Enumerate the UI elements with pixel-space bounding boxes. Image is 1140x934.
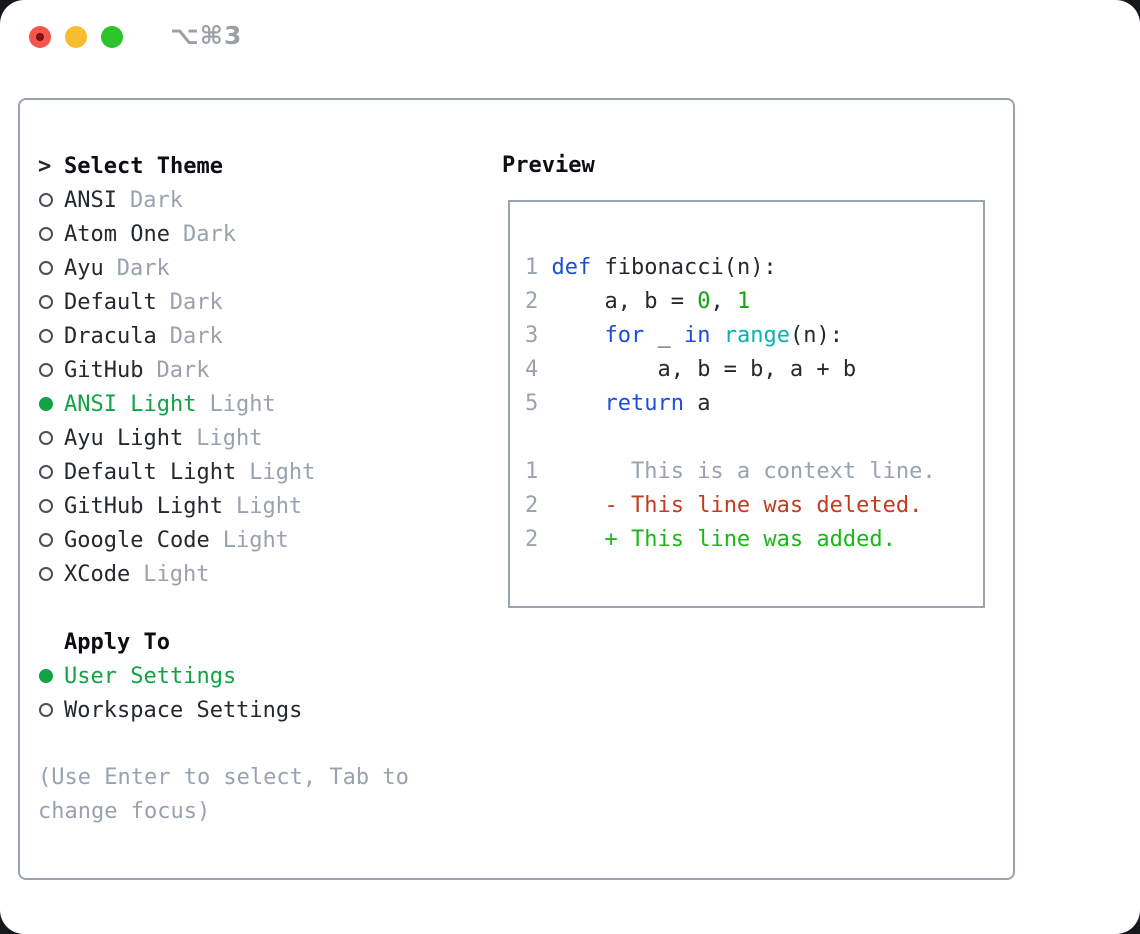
preview-line: 2 + This line was added. bbox=[525, 527, 896, 552]
theme-option-google-code[interactable]: Google Code Light bbox=[38, 523, 458, 557]
option-label: GitHub bbox=[64, 357, 144, 383]
option-label: ANSI bbox=[64, 187, 117, 213]
theme-option-default[interactable]: Default Dark bbox=[38, 285, 458, 319]
select-theme-title: Select Theme bbox=[64, 153, 223, 179]
theme-variant-label: Dark bbox=[169, 289, 223, 315]
option-label: Default Light bbox=[64, 459, 237, 485]
theme-option-dracula[interactable]: Dracula Dark bbox=[38, 319, 458, 353]
radio-icon bbox=[39, 465, 53, 479]
option-label: XCode bbox=[64, 561, 131, 587]
theme-variant-label: Dark bbox=[169, 323, 223, 349]
preview-line: 3 for _ in range(n): bbox=[525, 323, 843, 348]
theme-option-ayu-light[interactable]: Ayu Light Light bbox=[38, 421, 458, 455]
radio-icon bbox=[39, 431, 53, 445]
theme-variant-label: Light bbox=[249, 459, 316, 485]
option-label: User Settings bbox=[64, 663, 237, 689]
theme-variant-label: Dark bbox=[156, 357, 210, 383]
theme-variant-label: Light bbox=[222, 527, 289, 553]
theme-variant-label: Light bbox=[235, 493, 303, 519]
keyboard-hint: (Use Enter to select, Tab to change focu… bbox=[38, 765, 409, 824]
zoom-button[interactable] bbox=[101, 26, 123, 48]
option-label: Workspace Settings bbox=[64, 697, 303, 723]
radio-icon bbox=[39, 533, 53, 547]
preview-line: 1 This is a context line. bbox=[525, 459, 936, 484]
theme-option-github-light[interactable]: GitHub Light Light bbox=[38, 489, 458, 523]
radio-icon bbox=[39, 261, 53, 275]
preview-line: 4 a, b = b, a + b bbox=[525, 357, 857, 382]
apply-to-title: Apply To bbox=[64, 629, 170, 655]
theme-variant-label: Dark bbox=[182, 221, 236, 247]
radio-selected-icon bbox=[39, 669, 53, 683]
preview-title: Preview bbox=[502, 153, 595, 178]
theme-option-xcode[interactable]: XCode Light bbox=[38, 557, 458, 591]
radio-icon bbox=[39, 499, 53, 513]
theme-variant-label: Dark bbox=[129, 187, 183, 213]
theme-option-ayu[interactable]: Ayu Dark bbox=[38, 251, 458, 285]
option-label: GitHub Light bbox=[64, 493, 223, 519]
close-button[interactable] bbox=[29, 26, 51, 48]
preview-line bbox=[525, 421, 983, 455]
radio-icon bbox=[39, 567, 53, 581]
option-label: ANSI Light bbox=[64, 391, 197, 417]
window-title: ⌥⌘3 bbox=[170, 21, 243, 50]
radio-selected-icon bbox=[39, 397, 53, 411]
radio-icon bbox=[39, 295, 53, 309]
option-label: Ayu bbox=[64, 255, 104, 281]
radio-icon bbox=[39, 363, 53, 377]
radio-icon bbox=[39, 703, 53, 717]
apply-option-workspace-settings[interactable]: Workspace Settings bbox=[38, 693, 458, 727]
focus-caret-icon: > bbox=[38, 153, 52, 179]
theme-variant-label: Light bbox=[196, 425, 263, 451]
option-label: Google Code bbox=[64, 527, 210, 553]
preview-line: 5 return a bbox=[525, 391, 711, 416]
theme-option-ansi-light[interactable]: ANSI Light Light bbox=[38, 387, 458, 421]
preview-line: 1 def fibonacci(n): bbox=[525, 255, 777, 280]
spacer bbox=[38, 591, 458, 625]
theme-option-github[interactable]: GitHub Dark bbox=[38, 353, 458, 387]
spacer bbox=[38, 727, 458, 761]
theme-option-atom-one[interactable]: Atom One Dark bbox=[38, 217, 458, 251]
theme-variant-label: Light bbox=[209, 391, 276, 417]
apply-to-header: Apply To bbox=[38, 625, 458, 659]
radio-icon bbox=[39, 227, 53, 241]
theme-variant-label: Dark bbox=[116, 255, 170, 281]
select-theme-header: > Select Theme bbox=[38, 149, 458, 183]
close-dot-icon bbox=[36, 33, 44, 41]
radio-icon bbox=[39, 193, 53, 207]
option-label: Ayu Light bbox=[64, 425, 184, 451]
theme-variant-label: Light bbox=[143, 561, 210, 587]
option-label: Default bbox=[64, 289, 157, 315]
window-titlebar: ⌥⌘3 bbox=[0, 0, 1140, 74]
radio-icon bbox=[39, 329, 53, 343]
preview-line: 2 a, b = 0, 1 bbox=[525, 289, 751, 314]
theme-option-default-light[interactable]: Default Light Light bbox=[38, 455, 458, 489]
minimize-button[interactable] bbox=[65, 26, 87, 48]
option-label: Atom One bbox=[64, 221, 170, 247]
preview-code-box: 1 def fibonacci(n): 2 a, b = 0, 1 3 for _ … bbox=[508, 200, 985, 608]
theme-option-ansi[interactable]: ANSI Dark bbox=[38, 183, 458, 217]
option-label: Dracula bbox=[64, 323, 157, 349]
apply-option-user-settings[interactable]: User Settings bbox=[38, 659, 458, 693]
preview-line: 2 - This line was deleted. bbox=[525, 493, 923, 518]
